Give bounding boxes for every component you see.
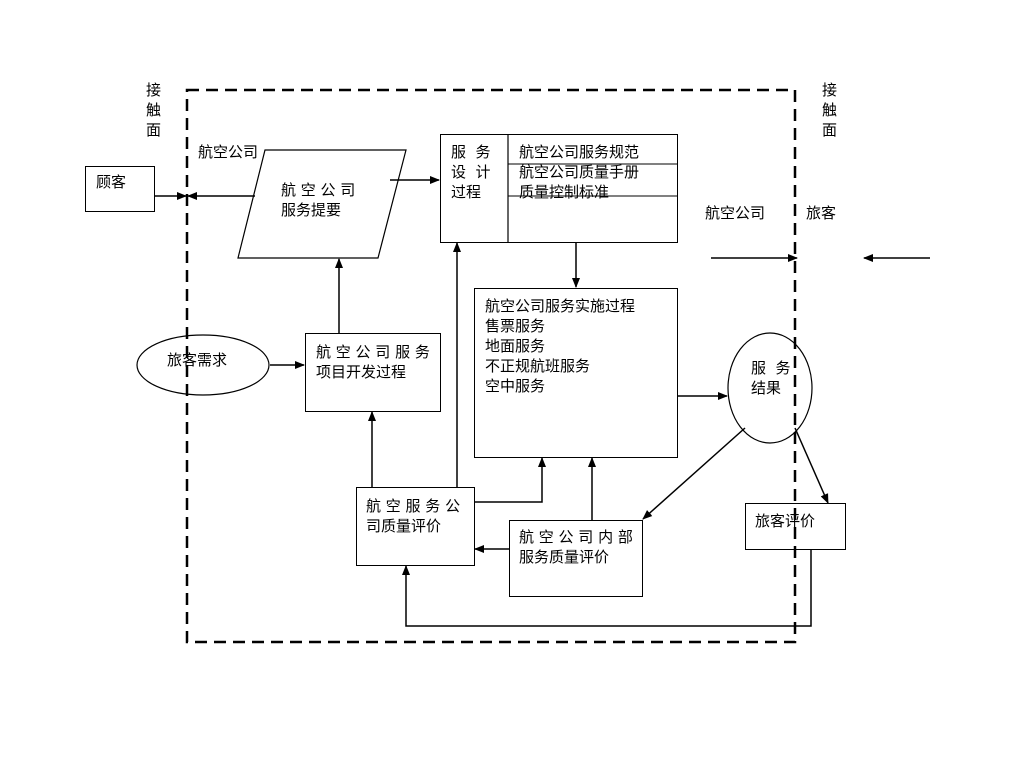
customer-label: 顾客 — [96, 173, 127, 191]
passenger-demand-shape — [136, 334, 270, 396]
quality-to-implementation-arrow — [474, 457, 546, 503]
organization-boundary — [185, 88, 797, 644]
quality-eval-box — [356, 487, 475, 566]
feedback-loop-arrow — [402, 549, 812, 627]
right-airline-label: 航空公司 — [705, 204, 766, 222]
service-design-title: 服 务 设 计 过程 — [451, 143, 491, 201]
right-passenger-label: 旅客 — [806, 204, 837, 222]
internal-eval-label: 航 空 公 司 内 部 服务质量评价 — [519, 528, 633, 566]
left-interface-label: 接 触 面 — [146, 81, 162, 139]
result-to-internal-arrow — [642, 427, 746, 520]
service-proposal-shape — [237, 149, 407, 259]
project-dev-box — [305, 333, 441, 412]
passenger-eval-label: 旅客评价 — [755, 512, 816, 530]
service-design-item-3: 质量控制标准 — [519, 183, 610, 201]
service-result-shape — [727, 332, 813, 444]
internal-eval-box — [509, 520, 643, 597]
implementation-label: 航空公司服务实施过程 售票服务 地面服务 不正规航班服务 空中服务 — [485, 297, 636, 395]
implementation-box — [474, 288, 678, 458]
service-design-box — [440, 134, 678, 243]
service-result-label: 服 务 结果 — [751, 359, 791, 397]
service-proposal-label: 航 空 公 司 服务提要 — [281, 181, 356, 219]
service-design-item-1: 航空公司服务规范 — [519, 143, 640, 161]
result-to-passenger-eval-arrow — [794, 427, 829, 504]
customer-box — [85, 166, 155, 212]
passenger-eval-box — [745, 503, 846, 550]
airline-top-label: 航空公司 — [198, 143, 259, 161]
quality-eval-label: 航 空 服 务 公 司质量评价 — [366, 497, 461, 535]
project-dev-label: 航 空 公 司 服 务 项目开发过程 — [316, 343, 430, 381]
right-interface-label: 接 触 面 — [822, 81, 838, 139]
service-design-item-2: 航空公司质量手册 — [519, 163, 640, 181]
passenger-demand-label: 旅客需求 — [167, 351, 228, 369]
